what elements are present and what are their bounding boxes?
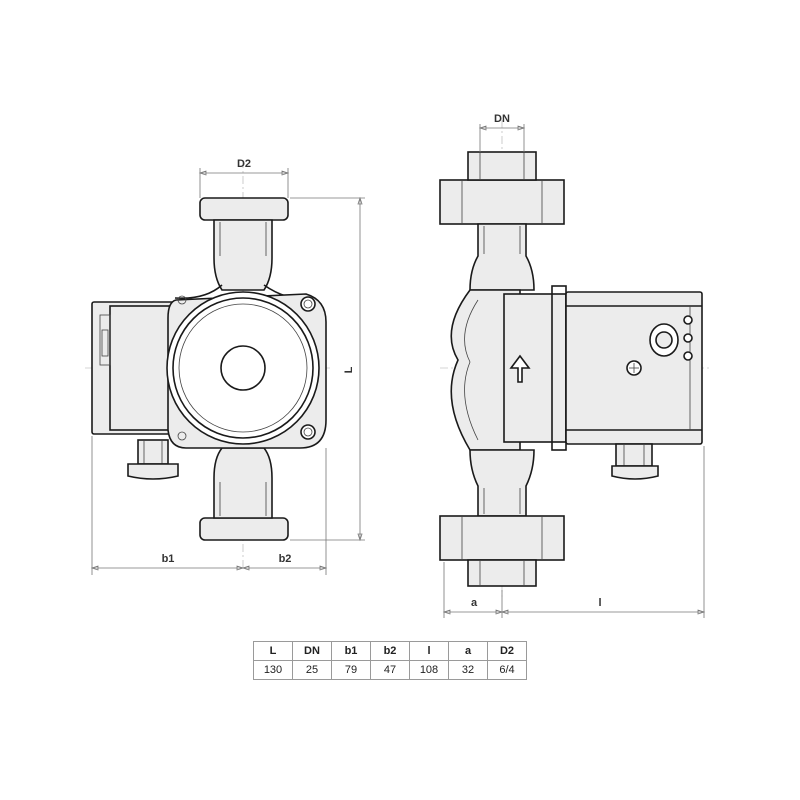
side-dimensions: DN a l bbox=[442, 113, 706, 618]
front-dimensions: D2 L b1 b2 bbox=[90, 158, 365, 575]
table-header-cell: a bbox=[448, 641, 488, 661]
table-cell: 130 bbox=[253, 660, 293, 680]
side-view bbox=[439, 120, 710, 600]
dim-label-b1: b1 bbox=[162, 553, 175, 565]
bottom-union-nut bbox=[439, 515, 565, 561]
dim-label-dn: DN bbox=[494, 113, 510, 125]
bottom-neck bbox=[213, 447, 273, 519]
dim-label-l: l bbox=[598, 597, 601, 609]
table-header-cell: DN bbox=[292, 641, 332, 661]
table-row: 130 25 79 47 108 32 6/4 bbox=[253, 660, 527, 680]
screw-bottom-right bbox=[300, 424, 316, 440]
screw-top-right bbox=[300, 296, 316, 312]
speed-indicator-2 bbox=[683, 333, 693, 343]
table-header-cell: L bbox=[253, 641, 293, 661]
table-header-cell: b2 bbox=[370, 641, 410, 661]
table-cell: 32 bbox=[448, 660, 488, 680]
pump-volute bbox=[450, 289, 521, 451]
top-neck bbox=[213, 219, 273, 291]
table-header-cell: b1 bbox=[331, 641, 371, 661]
dim-label-d2: D2 bbox=[237, 158, 251, 170]
dim-label-l-total: L bbox=[343, 366, 355, 373]
side-cable-gland bbox=[615, 443, 653, 467]
table-cell: 108 bbox=[409, 660, 449, 680]
table-cell: 79 bbox=[331, 660, 371, 680]
table-cell: 6/4 bbox=[487, 660, 527, 680]
front-view bbox=[85, 160, 330, 570]
bottom-flange bbox=[199, 517, 289, 541]
table-header-cell: l bbox=[409, 641, 449, 661]
table-header-row: L DN b1 b2 l a D2 bbox=[253, 641, 527, 661]
table-cell: 25 bbox=[292, 660, 332, 680]
motor-hub bbox=[220, 345, 266, 391]
top-flange bbox=[199, 197, 289, 221]
table-cell: 47 bbox=[370, 660, 410, 680]
flow-direction-icon bbox=[509, 354, 531, 383]
table-header-cell: D2 bbox=[487, 641, 527, 661]
speed-indicator-3 bbox=[683, 351, 693, 361]
top-union-nut bbox=[439, 179, 565, 225]
cable-gland bbox=[137, 439, 169, 465]
dimensions-table: L DN b1 b2 l a D2 130 25 79 47 108 32 6/… bbox=[253, 641, 527, 680]
speed-indicator-1 bbox=[683, 315, 693, 325]
dim-label-b2: b2 bbox=[279, 553, 292, 565]
dim-label-a: a bbox=[471, 597, 478, 609]
